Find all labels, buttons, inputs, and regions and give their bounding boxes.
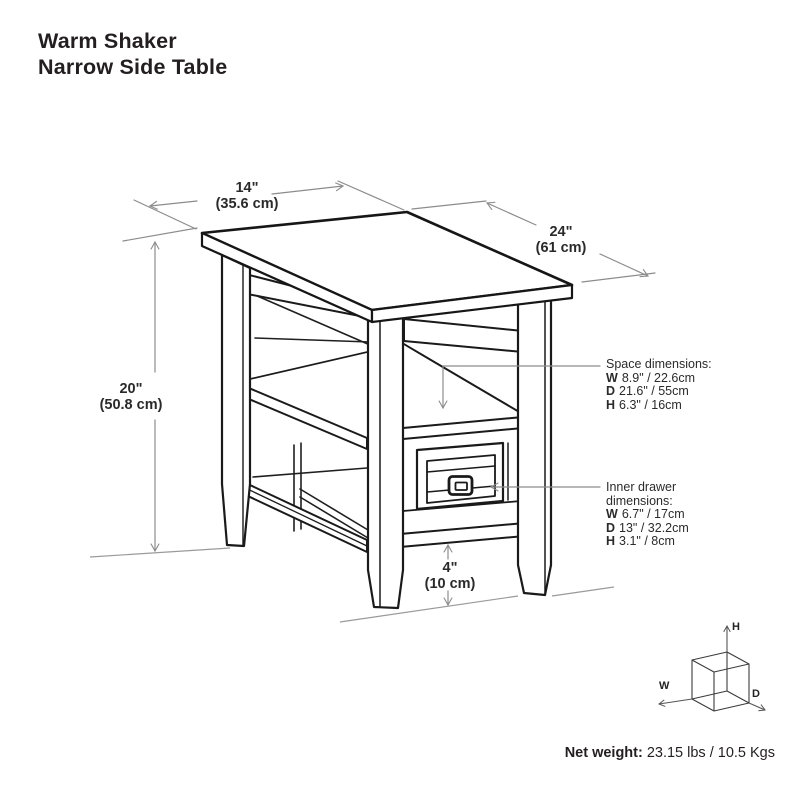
table-back-details — [252, 294, 371, 539]
right-compartment-diagonal — [401, 342, 522, 414]
table-top-slab — [200, 210, 574, 324]
page-title: Warm Shaker Narrow Side Table — [38, 29, 228, 79]
front-leg — [366, 314, 405, 610]
floor-lines — [89, 547, 615, 623]
axis-cube-icon — [658, 624, 766, 712]
width-dimension-label: 14" (35.6 cm) — [215, 180, 279, 212]
clearance-dimension-label: 4" (10 cm) — [424, 560, 476, 592]
drawer-panel — [426, 454, 496, 504]
cube-height-label: H — [732, 621, 740, 633]
right-apron — [403, 318, 524, 353]
table-legs — [220, 253, 553, 610]
height-dimension — [122, 227, 198, 553]
cube-depth-label: D — [752, 688, 760, 700]
height-dimension-label: 20" (50.8 cm) — [99, 381, 163, 413]
space-leader-line — [438, 365, 601, 410]
rear-left-leg — [220, 253, 252, 548]
depth-dimension-label: 24" (61 cm) — [535, 224, 587, 256]
width-dimension — [133, 180, 405, 230]
net-weight: Net weight:23.15 lbs / 10.5 Kgs — [564, 745, 775, 761]
right-leg — [516, 297, 553, 597]
depth-dimension — [411, 200, 656, 283]
bottom-shelf-edge — [399, 522, 526, 548]
dimension-lines — [122, 180, 656, 607]
cube-width-label: W — [659, 680, 670, 692]
